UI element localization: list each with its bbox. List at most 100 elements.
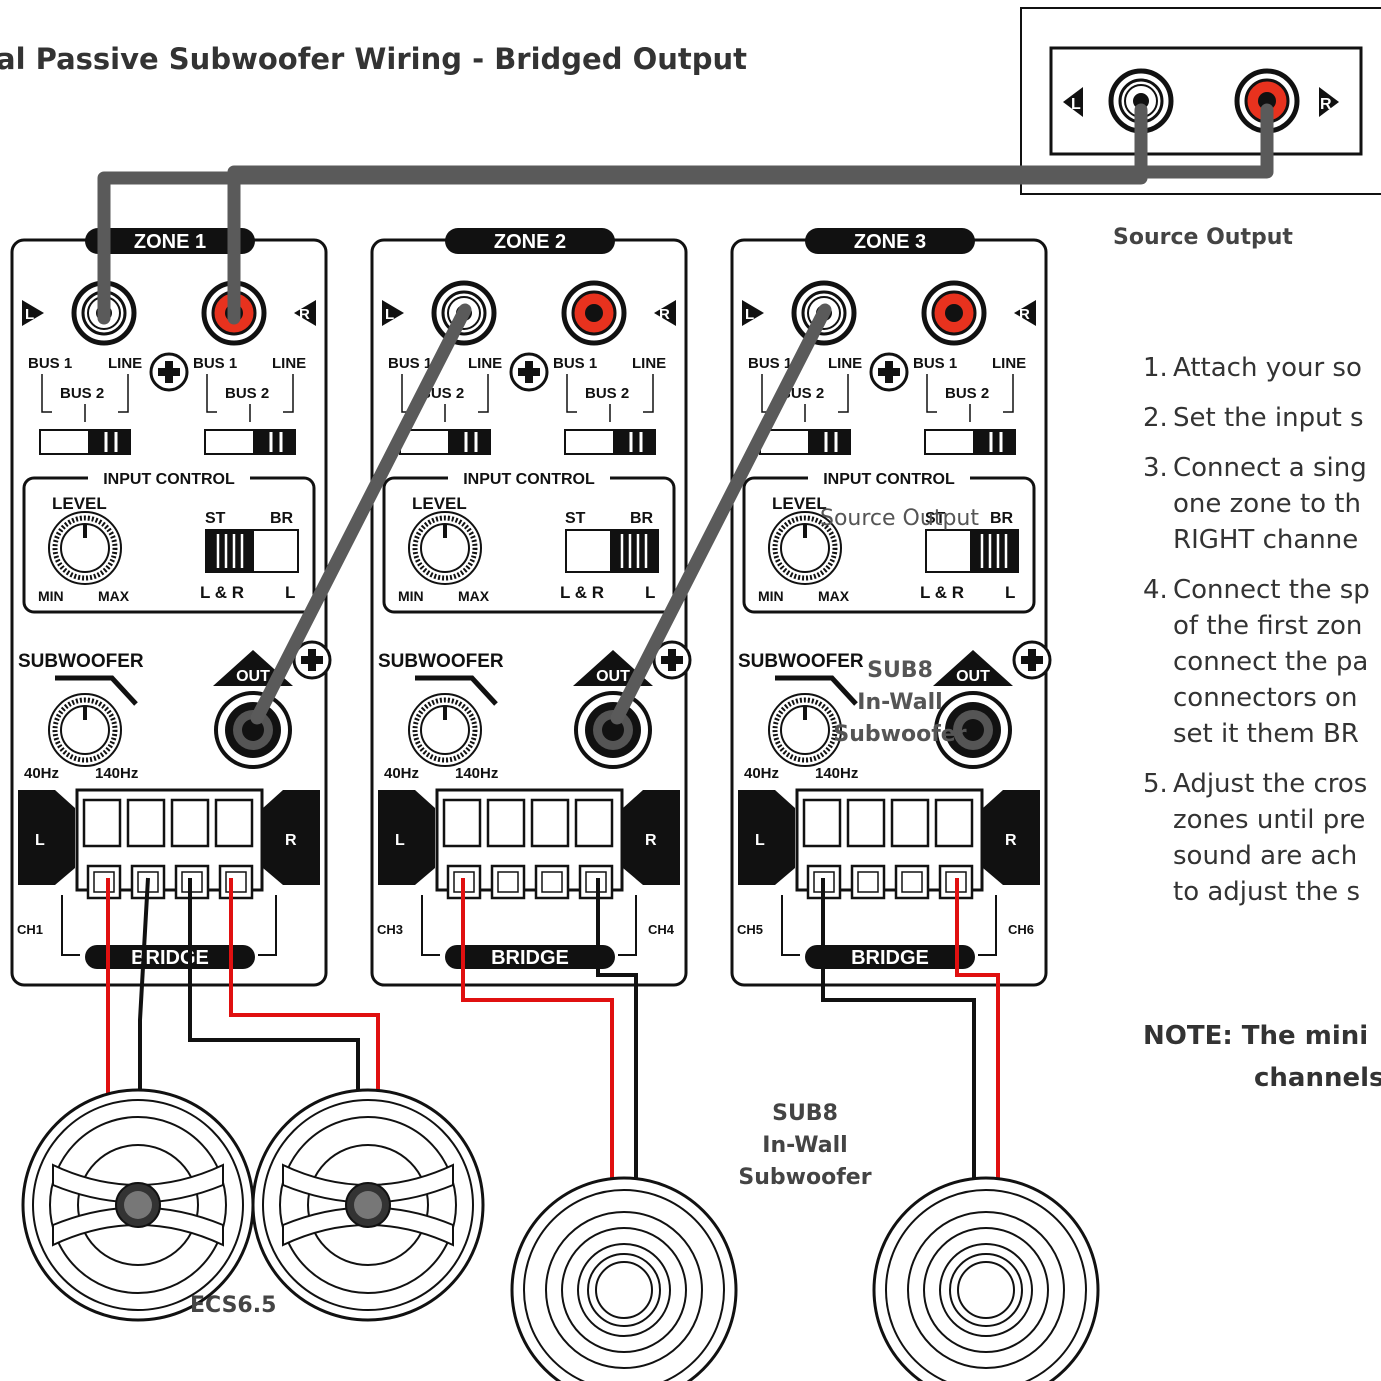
br-label: BR — [270, 510, 294, 527]
zone-right-label: R — [1019, 306, 1030, 323]
diagram-title: al Passive Subwoofer Wiring - Bridged Ou… — [0, 42, 748, 76]
channel-left-label: CH1 — [17, 922, 43, 937]
ecs-speaker-1 — [21, 1088, 255, 1322]
bus2-label: BUS 2 — [585, 385, 629, 402]
line-label: LINE — [272, 355, 306, 372]
br-label: BR — [990, 510, 1014, 527]
terminal-right-label: R — [1005, 832, 1017, 849]
speaker-terminal[interactable] — [534, 864, 570, 900]
hz40-label: 40Hz — [744, 765, 779, 782]
zone-right-input-jack[interactable] — [564, 283, 624, 343]
speaker-terminal[interactable] — [218, 864, 254, 900]
bus1-label: BUS 1 — [193, 355, 237, 372]
hz140-label: 140Hz — [95, 765, 138, 782]
st-label: ST — [925, 510, 946, 527]
min-label: MIN — [38, 588, 64, 604]
source-cables — [97, 103, 1274, 725]
st-label: ST — [565, 510, 586, 527]
crossover-knob[interactable] — [49, 694, 121, 766]
bus1-label: BUS 1 — [553, 355, 597, 372]
terminal-right-label: R — [285, 832, 297, 849]
lr-label: L & R — [200, 583, 244, 602]
input-control-label: INPUT CONTROL — [823, 471, 955, 488]
level-label: LEVEL — [412, 494, 467, 513]
plus-icon — [149, 352, 189, 392]
speaker-terminal[interactable] — [86, 864, 122, 900]
hz140-label: 140Hz — [815, 765, 858, 782]
crossover-knob[interactable] — [409, 694, 481, 766]
channel-right-label: CH6 — [1008, 922, 1034, 937]
instructions-list: 1.Attach your so 2.Set the input s 3.Con… — [1143, 350, 1381, 924]
bus2-label: BUS 2 — [60, 385, 104, 402]
line-label: LINE — [992, 355, 1026, 372]
source-output-box: L R — [1020, 7, 1381, 195]
lr-label: L & R — [560, 583, 604, 602]
input-control-label: INPUT CONTROL — [463, 471, 595, 488]
zone-name: ZONE 3 — [854, 231, 926, 253]
source-right-label: R — [1320, 96, 1332, 113]
lr-label: L & R — [920, 583, 964, 602]
bus1-label: BUS 1 — [913, 355, 957, 372]
sub-speaker-2 — [872, 1176, 1100, 1381]
out-label: OUT — [596, 668, 630, 685]
min-label: MIN — [758, 588, 784, 604]
hz140-label: 140Hz — [455, 765, 498, 782]
ecs-speaker-2 — [251, 1088, 485, 1322]
level-knob[interactable] — [409, 512, 481, 584]
hz40-label: 40Hz — [24, 765, 59, 782]
max-label: MAX — [98, 588, 130, 604]
speaker-terminal[interactable] — [490, 864, 526, 900]
plus-icon — [509, 352, 549, 392]
out-label: OUT — [236, 668, 270, 685]
line-label: LINE — [632, 355, 666, 372]
zone-name: ZONE 1 — [134, 231, 206, 253]
source-left-label: L — [1071, 96, 1081, 113]
l-label: L — [285, 583, 295, 602]
terminal-left-label: L — [35, 832, 45, 849]
subwoofer-label: SUBWOOFER — [18, 651, 144, 672]
zone-left-label: L — [25, 306, 34, 323]
level-label: LEVEL — [52, 494, 107, 513]
zone-right-input-jack[interactable] — [924, 283, 984, 343]
min-label: MIN — [398, 588, 424, 604]
channel-left-label: CH3 — [377, 922, 403, 937]
channel-right-label: CH4 — [648, 922, 675, 937]
instruction-step: 1.Attach your so — [1143, 353, 1362, 383]
st-label: ST — [205, 510, 226, 527]
bus1-label: BUS 1 — [748, 355, 792, 372]
hz40-label: 40Hz — [384, 765, 419, 782]
source-output-label-overlap: Source Output — [820, 506, 979, 531]
terminal-left-label: L — [755, 832, 765, 849]
bus1-label: BUS 1 — [28, 355, 72, 372]
max-label: MAX — [458, 588, 490, 604]
terminal-right-label: R — [645, 832, 657, 849]
bridge-label: BRIDGE — [851, 947, 929, 969]
instruction-step: 2.Set the input s — [1143, 403, 1364, 433]
out-label: OUT — [956, 668, 990, 685]
br-label: BR — [630, 510, 654, 527]
level-knob[interactable] — [49, 512, 121, 584]
channel-left-label: CH5 — [737, 922, 763, 937]
sub-speaker-1 — [510, 1176, 738, 1381]
max-label: MAX — [818, 588, 850, 604]
bridge-label: BRIDGE — [491, 947, 569, 969]
line-label: LINE — [108, 355, 142, 372]
speaker-terminal[interactable] — [850, 864, 886, 900]
bus1-label: BUS 1 — [388, 355, 432, 372]
plus-icon — [1012, 640, 1052, 680]
subwoofer-label: SUBWOOFER — [378, 651, 504, 672]
speaker-terminal[interactable] — [894, 864, 930, 900]
bus2-label: BUS 2 — [945, 385, 989, 402]
terminal-left-label: L — [395, 832, 405, 849]
plus-icon — [869, 352, 909, 392]
l-label: L — [1005, 583, 1015, 602]
zone-name: ZONE 2 — [494, 231, 566, 253]
